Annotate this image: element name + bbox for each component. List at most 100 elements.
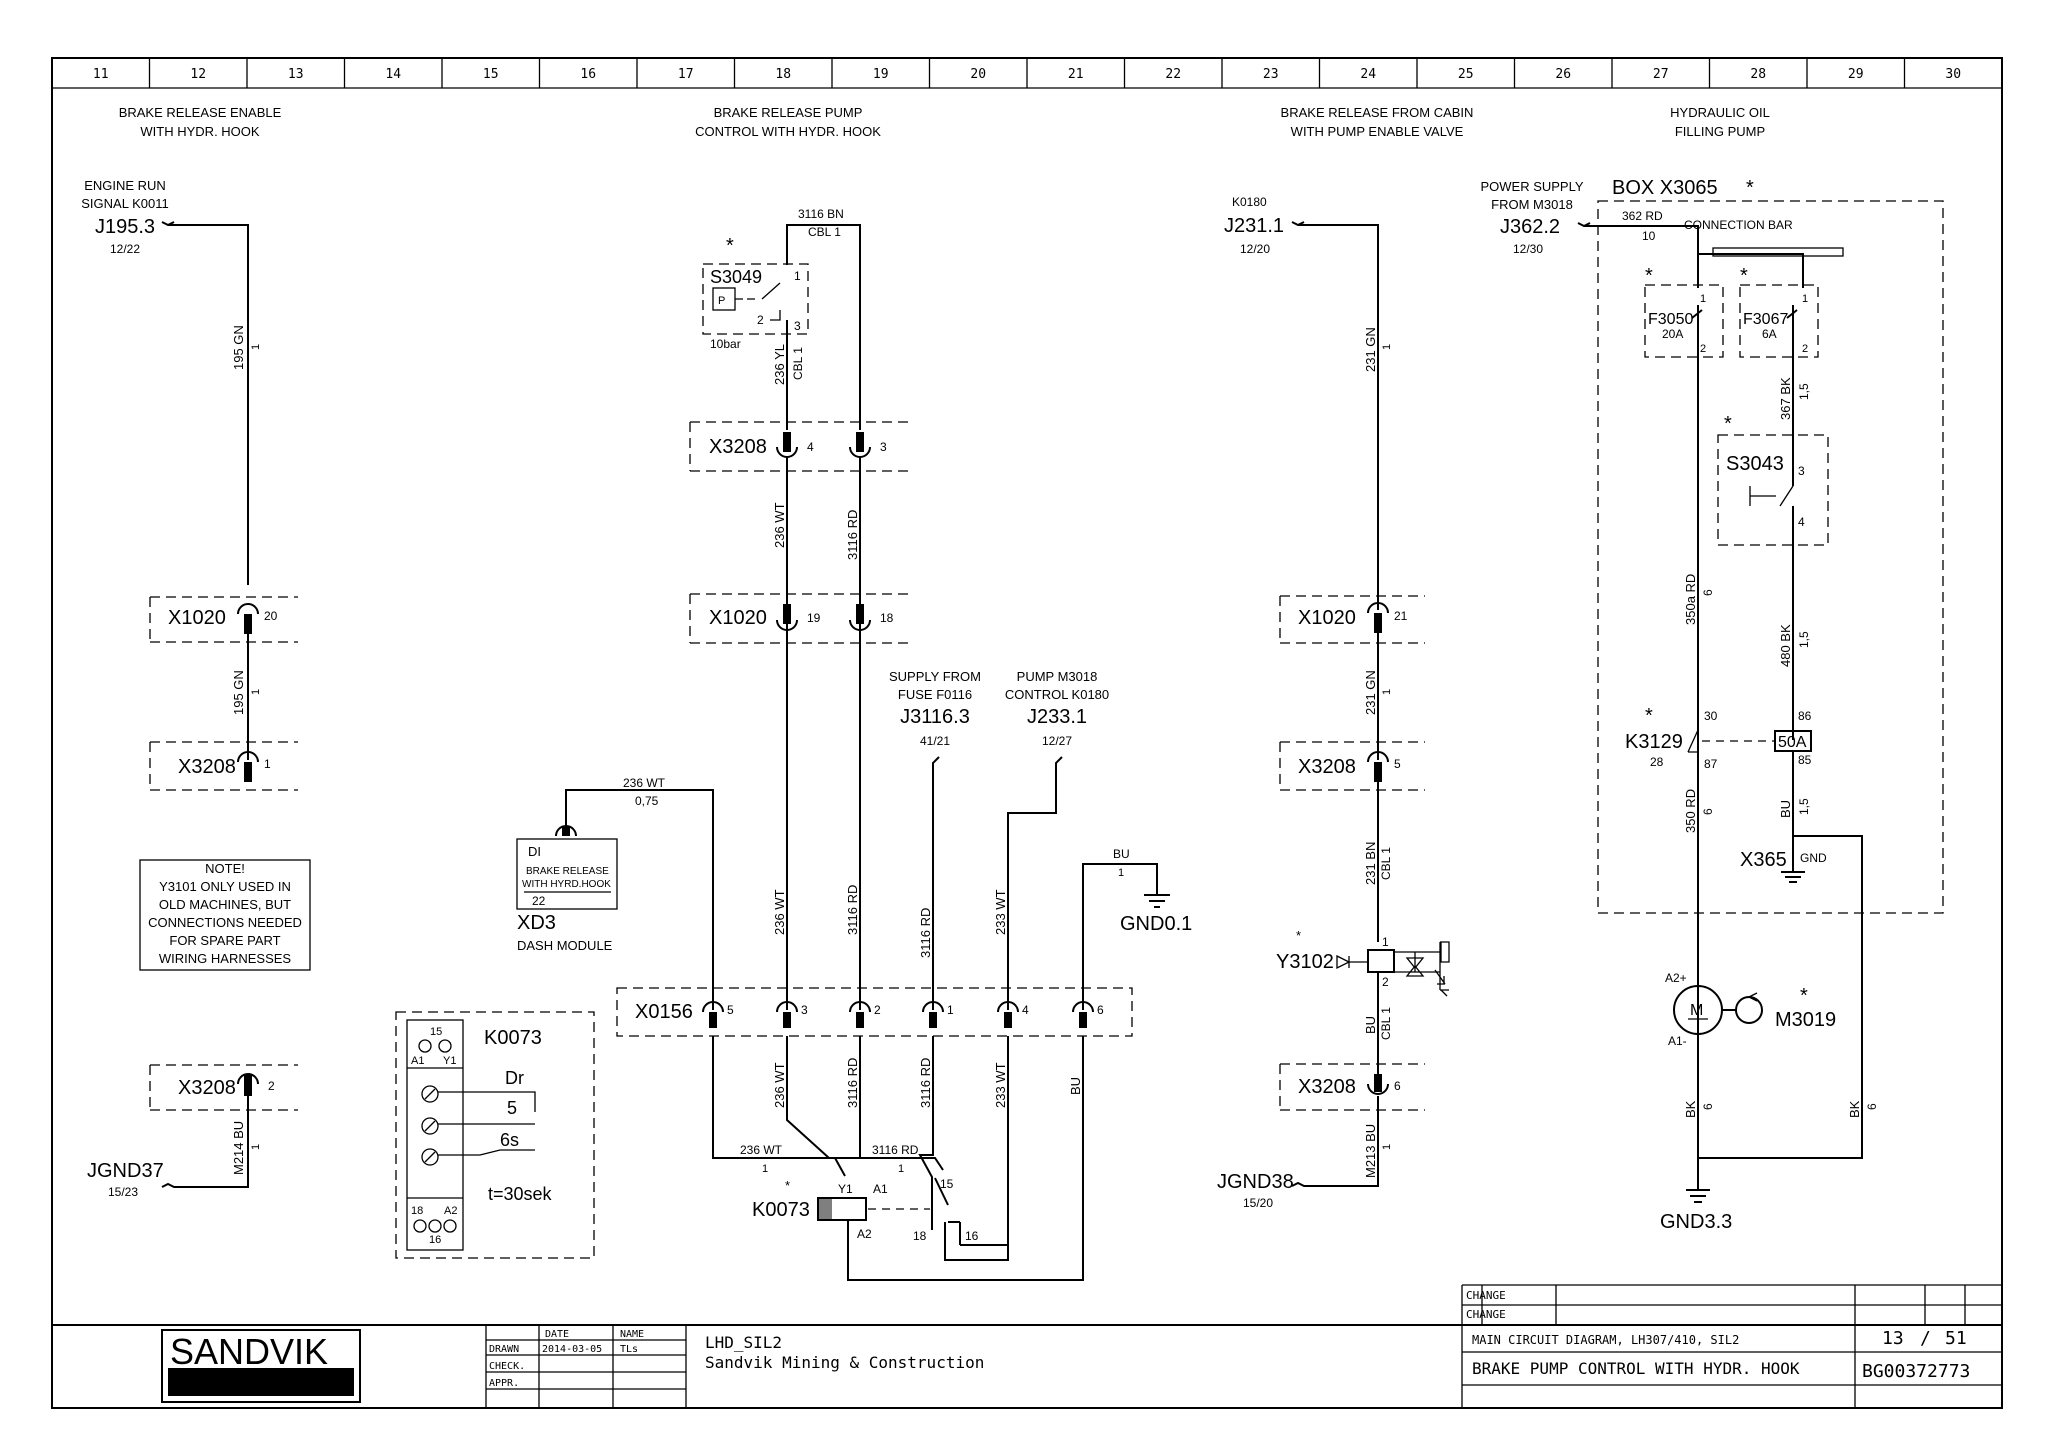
svg-text:16: 16 <box>965 1229 979 1243</box>
connector-x1020-right: X1020 21 <box>1279 595 1425 644</box>
svg-text:2: 2 <box>1382 975 1389 989</box>
svg-text:WIRING HARNESSES: WIRING HARNESSES <box>159 951 292 966</box>
svg-text:12/22: 12/22 <box>110 242 140 256</box>
svg-text:41/21: 41/21 <box>920 734 950 748</box>
wire-label: 231 GN <box>1363 670 1378 715</box>
svg-text:2: 2 <box>1802 343 1808 355</box>
svg-text:50A: 50A <box>1778 734 1807 751</box>
svg-text:15/23: 15/23 <box>108 1185 138 1199</box>
wire-label: 1 <box>250 689 262 695</box>
svg-text:M3019: M3019 <box>1775 1009 1836 1031</box>
svg-text:X1020: X1020 <box>1298 607 1356 629</box>
svg-text:WITH PUMP ENABLE VALVE: WITH PUMP ENABLE VALVE <box>1291 124 1464 139</box>
svg-text:86: 86 <box>1798 709 1812 723</box>
supply-fuse-f0116: SUPPLY FROM FUSE F0116 J3116.3 41/21 <box>889 669 981 748</box>
svg-text:*: * <box>1645 265 1653 287</box>
svg-text:Y3102: Y3102 <box>1276 951 1334 973</box>
x0156-pin-label: 1 <box>947 1003 954 1017</box>
svg-text:SUPPLY FROM: SUPPLY FROM <box>889 669 981 684</box>
k0180-terminal: K0180 J231.1 12/20 <box>1224 195 1379 610</box>
svg-text:JGND37: JGND37 <box>87 1160 164 1182</box>
svg-text:X0156: X0156 <box>635 1001 693 1023</box>
svg-text:K0180: K0180 <box>1232 195 1267 209</box>
column-number: 21 <box>1068 67 1084 82</box>
svg-text:*: * <box>1740 265 1748 287</box>
engine-run-signal: ENGINE RUN SIGNAL K0011 J195.3 12/22 <box>81 178 249 585</box>
wire-label: 3116 RD <box>845 1058 860 1108</box>
svg-text:J233.1: J233.1 <box>1027 706 1087 728</box>
svg-text:DRAWN: DRAWN <box>489 1344 519 1355</box>
svg-text:6A: 6A <box>1762 327 1777 341</box>
svg-text:X3208: X3208 <box>178 756 236 778</box>
svg-text:P: P <box>718 295 725 307</box>
column-number: 26 <box>1555 67 1571 82</box>
column-number: 29 <box>1848 67 1864 82</box>
connector-x3208-mid: X3208 4 3 <box>689 421 910 472</box>
svg-text:2014-03-05: 2014-03-05 <box>542 1344 602 1355</box>
wire-label: 0,75 <box>635 794 659 808</box>
svg-text:HYDRAULIC OIL: HYDRAULIC OIL <box>1670 105 1770 120</box>
svg-text:30: 30 <box>1704 709 1718 723</box>
wire-label: 236 WT <box>772 889 787 935</box>
pressure-switch-s3049: * S3049 P 1 2 3 10bar <box>702 235 809 351</box>
svg-text:6s: 6s <box>500 1130 519 1150</box>
svg-text:19: 19 <box>807 611 821 625</box>
svg-text:DATE: DATE <box>545 1329 569 1340</box>
svg-text:*: * <box>1645 705 1653 727</box>
wire-label: 6 <box>1701 808 1715 815</box>
x0156-pin-label: 6 <box>1097 1003 1104 1017</box>
x0156-pin-label: 5 <box>727 1003 734 1017</box>
svg-text:2: 2 <box>268 1079 275 1093</box>
wire-label: 231 BN <box>1363 842 1378 885</box>
wire-label: 236 WT <box>772 502 787 548</box>
svg-text:SIGNAL K0011: SIGNAL K0011 <box>81 196 168 211</box>
wire-label: 1 <box>1381 344 1393 350</box>
svg-text:J195.3: J195.3 <box>95 216 155 238</box>
wire-label: 480 BK <box>1778 624 1793 667</box>
x0156-pin-label: 2 <box>874 1003 881 1017</box>
svg-text:4: 4 <box>1798 515 1805 529</box>
svg-text:X3208: X3208 <box>709 436 767 458</box>
wire-label: 236 WT <box>623 776 666 790</box>
svg-text:t=30sek: t=30sek <box>488 1184 553 1204</box>
svg-text:15: 15 <box>940 1177 954 1191</box>
svg-text:2: 2 <box>1700 343 1706 355</box>
svg-text:JGND38: JGND38 <box>1217 1171 1294 1193</box>
wire-label: 350 RD <box>1683 789 1698 833</box>
wire-label: 1 <box>1381 689 1393 695</box>
svg-text:FOR SPARE PART: FOR SPARE PART <box>169 933 280 948</box>
wire-label: 231 GN <box>1363 327 1378 372</box>
svg-text:BG00372773: BG00372773 <box>1862 1361 1970 1382</box>
wire-label: 195 GN <box>231 670 246 715</box>
svg-text:12/30: 12/30 <box>1513 242 1543 256</box>
svg-text:Y1: Y1 <box>838 1182 853 1196</box>
svg-text:POWER SUPPLY: POWER SUPPLY <box>1480 179 1583 194</box>
svg-text:J3116.3: J3116.3 <box>900 706 970 728</box>
column-number: 16 <box>580 67 596 82</box>
svg-text:10bar: 10bar <box>710 337 741 351</box>
column-number: 27 <box>1653 67 1669 82</box>
column-number: 30 <box>1945 67 1961 82</box>
svg-text:10: 10 <box>1642 229 1656 243</box>
svg-text:Y1: Y1 <box>443 1055 456 1067</box>
svg-text:M: M <box>1690 1002 1703 1019</box>
svg-text:A2+: A2+ <box>1665 971 1687 985</box>
svg-text:Dr: Dr <box>505 1068 524 1088</box>
svg-text:X3208: X3208 <box>1298 1076 1356 1098</box>
fuse-f3067: * F3067 6A 1 2 <box>1739 265 1819 358</box>
svg-text:BRAKE RELEASE: BRAKE RELEASE <box>526 866 609 877</box>
svg-text:GND: GND <box>1800 851 1827 865</box>
wire-label: 3116 BN <box>798 207 844 221</box>
jgnd37: JGND37 15/23 <box>87 1160 164 1199</box>
svg-text:1: 1 <box>264 757 271 771</box>
svg-text:FUSE F0116: FUSE F0116 <box>898 687 972 702</box>
svg-text:OLD MACHINES, BUT: OLD MACHINES, BUT <box>159 897 291 912</box>
svg-text:S3049: S3049 <box>710 267 762 287</box>
connector-x1020-left: X1020 20 <box>149 596 298 643</box>
jgnd38: JGND38 15/20 <box>1217 1171 1294 1210</box>
column-number: 17 <box>678 67 694 82</box>
svg-text:3: 3 <box>794 319 801 333</box>
column-number: 12 <box>190 67 206 82</box>
